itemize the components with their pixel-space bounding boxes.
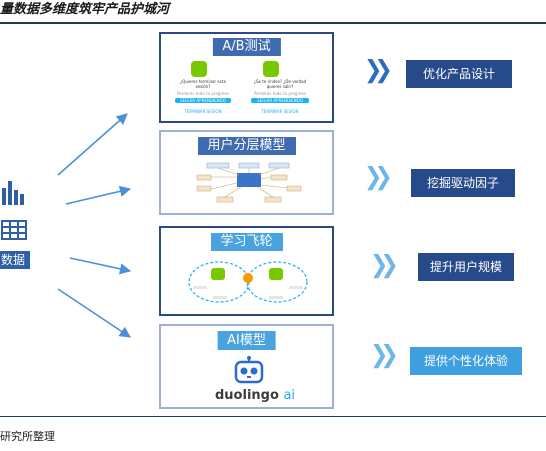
ab-sub-b: Perderás todo tu progreso [253, 91, 307, 96]
arrow-to-ab-test [57, 113, 128, 176]
ab-button-b: SEGUIR APRENDIENDO [251, 98, 309, 103]
panel-ab-test-label: A/B测试 [212, 38, 281, 56]
table-grid-icon [1, 220, 27, 240]
owl-icon-left [191, 61, 207, 77]
page-title: 量数据多维度筑牢产品护城河 [0, 2, 170, 17]
arrow-to-user-tier [65, 185, 132, 205]
data-label: 数据 [1, 253, 26, 267]
panel-user-tier-label: 用户分层模型 [197, 137, 296, 155]
result-grow-users: 提升用户规模 [418, 253, 514, 281]
result-mine-drivers: 挖掘驱动因子 [411, 169, 515, 197]
panel-flywheel-label: 学习飞轮 [210, 233, 283, 251]
bottom-divider [0, 416, 546, 417]
panel-flywheel: 学习飞轮 [159, 226, 334, 316]
flywheel-diagram [188, 261, 308, 303]
ab-question-a: ¿Quieres terminar esta sesión? [180, 79, 226, 89]
bar-chart-icon [2, 181, 24, 205]
top-divider [0, 22, 546, 24]
chevron-icon-4: ❯❯ [370, 341, 399, 370]
panel-ai-model-label: AI模型 [217, 331, 276, 350]
panel-ai-model: AI模型 duolingo ai [159, 324, 334, 409]
data-label-box: 数据 [0, 251, 30, 269]
ab-link-a: TERMINAR SESIÓN [184, 109, 222, 114]
brand-name: duolingo [215, 388, 279, 403]
brand-suffix: ai [283, 388, 296, 403]
arrow-to-ai-model [57, 288, 131, 338]
chevron-icon-3: ❯❯ [370, 251, 399, 280]
ab-button-a: SEGUIR APRENDIENDO [175, 98, 231, 103]
chevron-icon-1: ❯❯ [364, 56, 393, 85]
panel-user-tier: 用户分层模型 [159, 130, 334, 215]
panel-ab-test: A/B测试 ¿Quieres terminar esta sesión? ¿Se… [159, 32, 334, 123]
result-personalization: 提供个性化体验 [410, 347, 522, 375]
result-optimize-design: 优化产品设计 [406, 60, 512, 88]
data-icons [1, 181, 27, 240]
robot-owl-icon [234, 356, 264, 384]
ab-sub-a: Perderás todo tu progreso [176, 91, 230, 96]
source-note: 研究所整理 [0, 430, 55, 443]
chevron-icon-2: ❯❯ [364, 163, 393, 192]
ab-question-b: ¿Se te rindes? ¿De verdad quieres salir? [253, 79, 307, 89]
tier-model-diagram [196, 162, 302, 203]
ab-link-b: TERMINAR SESIÓN [261, 109, 299, 114]
duolingo-ai-logo: duolingo ai [215, 388, 295, 403]
owl-icon-right [263, 61, 279, 77]
arrow-to-flywheel [69, 257, 132, 275]
